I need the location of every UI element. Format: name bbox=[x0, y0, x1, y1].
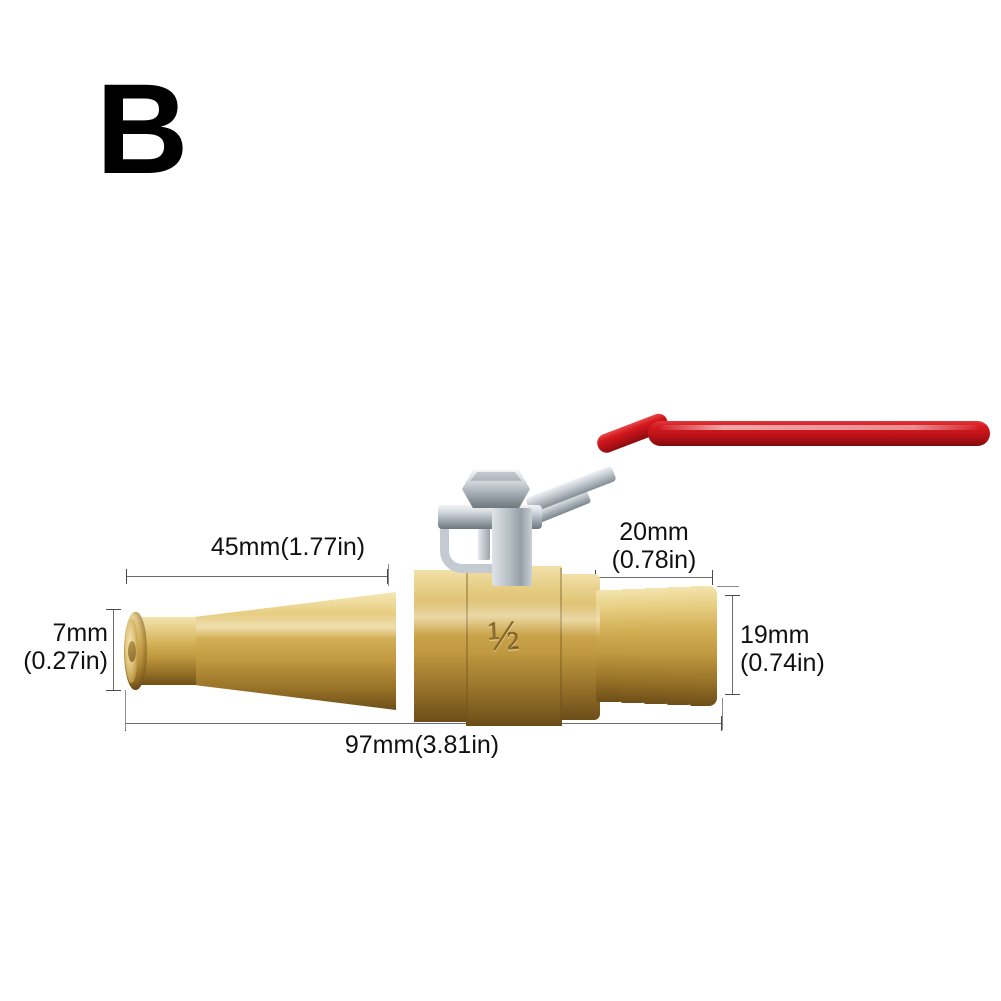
extension-line-nozzle-right bbox=[388, 564, 389, 586]
dimension-label-nozzle-length: 45mm(1.77in) bbox=[210, 533, 366, 561]
nozzle-cone bbox=[196, 592, 396, 710]
dimension-label-barb-diameter: 19mm (0.74in) bbox=[740, 621, 825, 677]
extension-line-overall-left bbox=[125, 690, 126, 730]
valve-stem-collar bbox=[492, 508, 532, 586]
nozzle-barrel bbox=[140, 617, 200, 685]
dimension-line-overall-length bbox=[125, 716, 722, 731]
hose-barb-rib bbox=[643, 588, 668, 704]
variant-letter: B bbox=[96, 58, 188, 201]
hose-barb-rib bbox=[666, 587, 691, 705]
dimension-label-overall-length: 97mm(3.81in) bbox=[344, 731, 500, 759]
extension-line-overall-right bbox=[722, 698, 723, 730]
dimension-label-barb-length: 20mm (0.78in) bbox=[611, 518, 697, 574]
nozzle-tip-orifice bbox=[128, 641, 136, 662]
extension-line-barb-top bbox=[717, 586, 739, 587]
dimension-line-barb-length bbox=[595, 570, 713, 585]
valve-body-seam-left bbox=[466, 568, 468, 724]
dimension-label-tip-diameter: 7mm (0.27in) bbox=[23, 619, 108, 675]
hose-barb-rib bbox=[689, 586, 717, 706]
dimension-line-tip-diameter bbox=[106, 609, 121, 691]
valve-body-right-hex bbox=[560, 574, 600, 720]
valve-body-left-hex bbox=[414, 570, 468, 722]
dimension-line-barb-diameter bbox=[725, 595, 740, 695]
valve-body-seam-right bbox=[560, 568, 562, 724]
valve-size-marking: ½ bbox=[486, 613, 521, 661]
hose-barb-rib bbox=[596, 590, 622, 702]
valve-stem-hex-nut-top bbox=[470, 472, 522, 481]
hose-barb-rib bbox=[620, 589, 645, 703]
valve-collar-left bbox=[392, 578, 418, 718]
handle-grip bbox=[648, 421, 990, 446]
dimension-line-nozzle-length bbox=[126, 569, 388, 584]
